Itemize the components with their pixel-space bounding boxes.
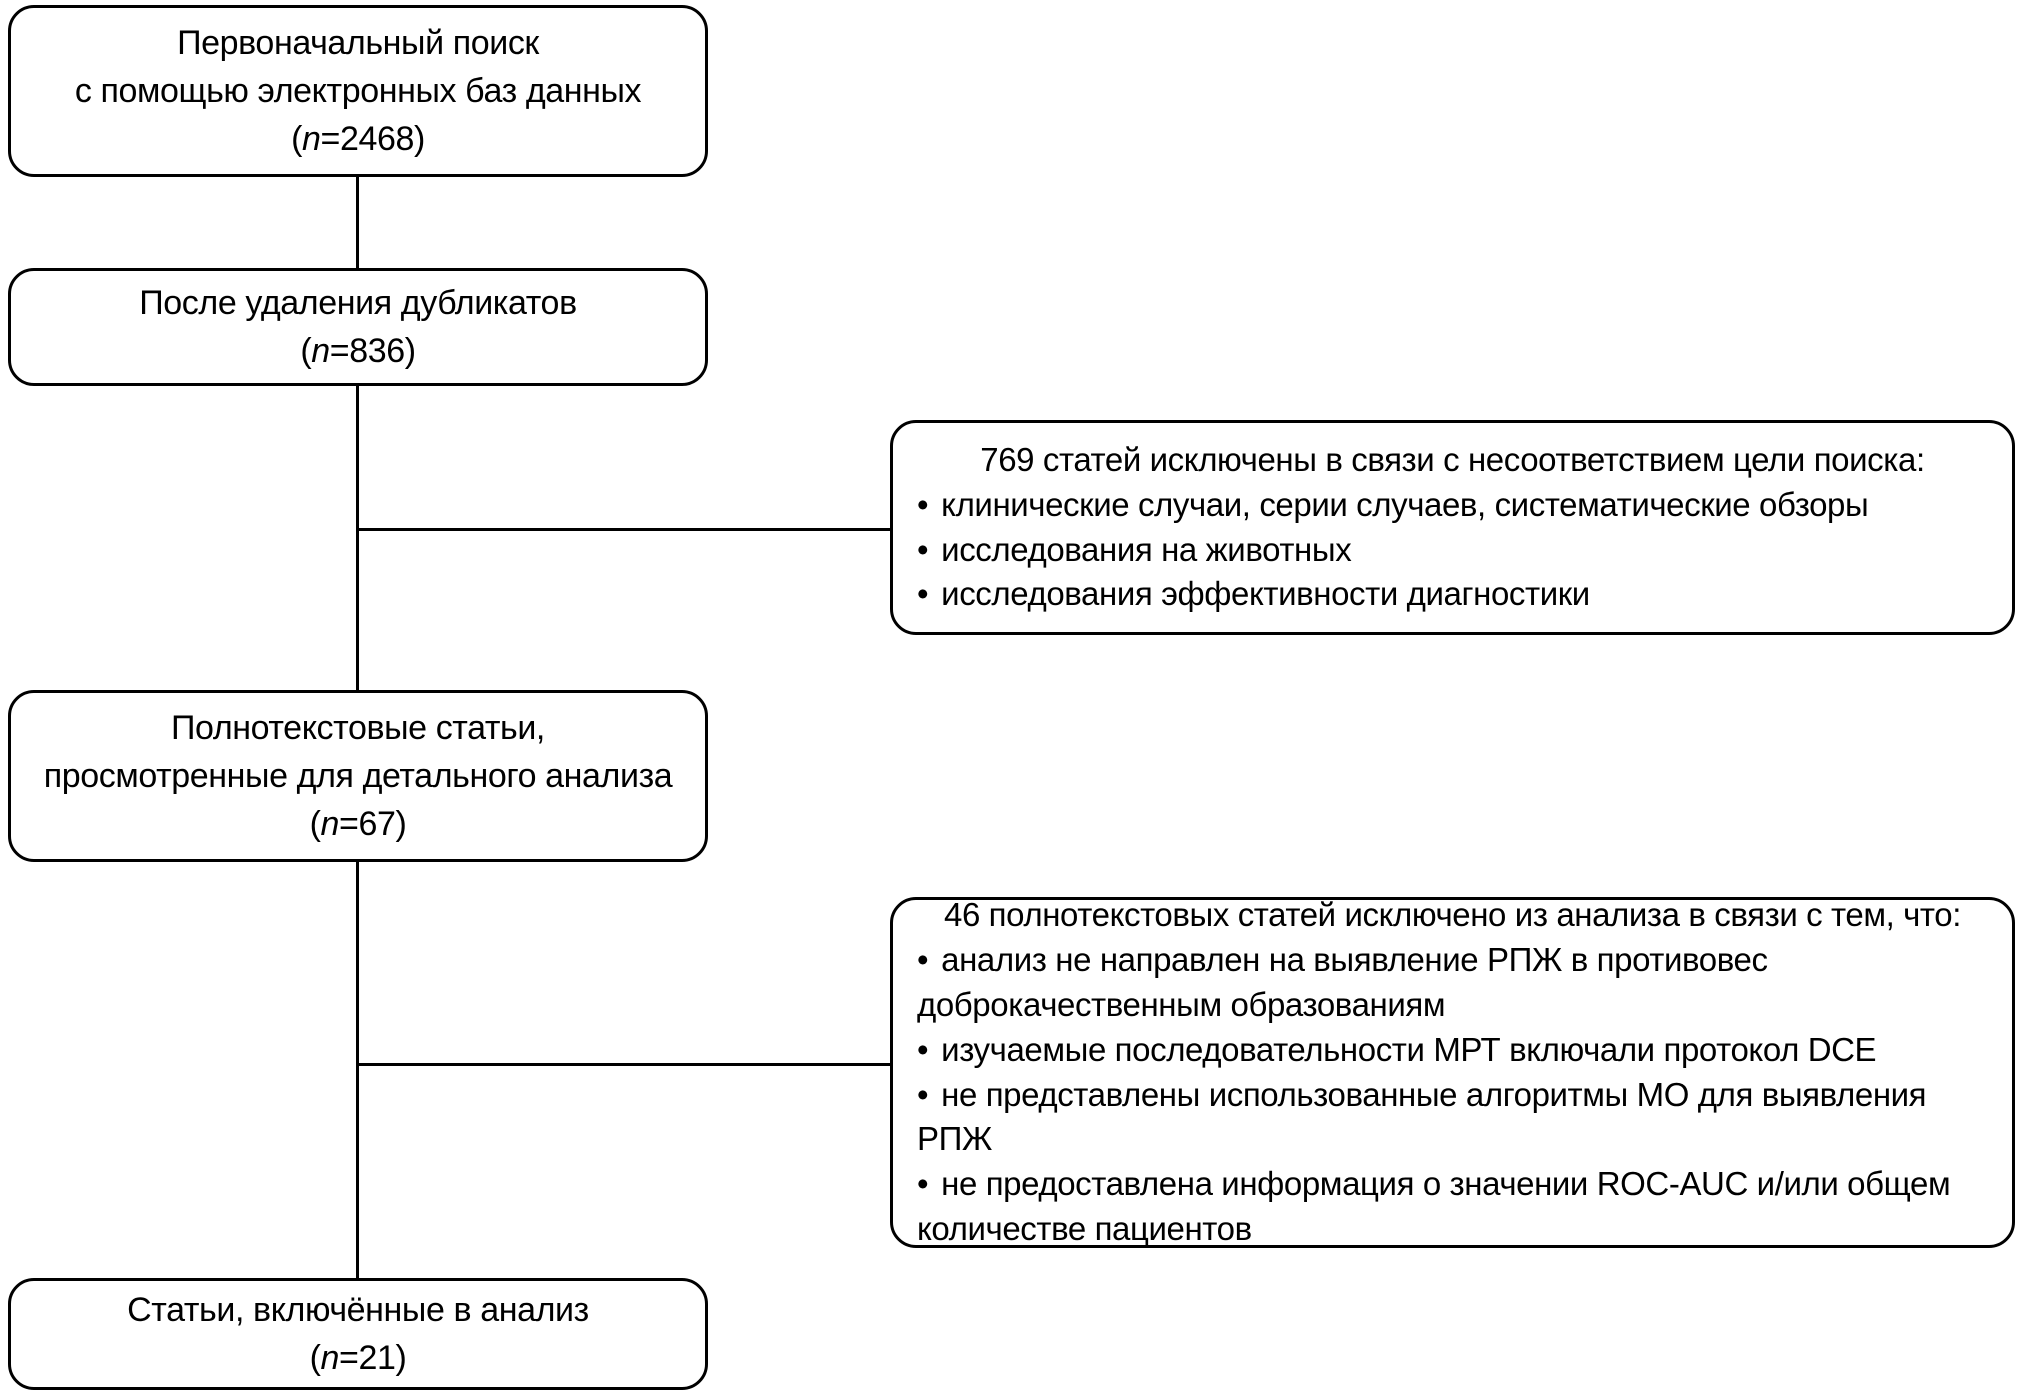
- connector-initial-to-dedup: [356, 177, 359, 268]
- bullet-icon: •: [917, 1075, 929, 1113]
- bullet-icon: •: [917, 1030, 929, 1068]
- box-text-line: Полнотекстовые статьи,: [171, 708, 545, 747]
- bullet-text: исследования эффективности диагностики: [941, 575, 1590, 613]
- flow-box-fulltext-screened: Полнотекстовые статьи, просмотренные для…: [8, 690, 708, 862]
- bullet-icon: •: [917, 530, 929, 568]
- flow-box-initial-search: Первоначальный поиск с помощью электронн…: [8, 5, 708, 177]
- count-line: (n=2468): [291, 115, 425, 163]
- box-text-line: с помощью электронных баз данных: [74, 71, 642, 110]
- bullet-text: анализ не направлен на выявление РПЖ в п…: [917, 940, 1768, 1023]
- count-value: =2468): [320, 120, 426, 159]
- bullet-text: клинические случаи, серии случаев, систе…: [941, 485, 1869, 523]
- box-text-line: После удаления дубликатов: [139, 283, 577, 322]
- exclusion-bullet: • изучаемые последовательности МРТ включа…: [917, 1028, 1988, 1073]
- connector-branch-excluded-769: [356, 528, 890, 531]
- box-text-line: Первоначальный поиск: [177, 23, 539, 62]
- box-text-line: Статьи, включённые в анализ: [127, 1290, 589, 1329]
- bullet-icon: •: [917, 940, 929, 978]
- paren-open: (: [300, 332, 312, 370]
- connector-dedup-to-fulltext: [356, 386, 359, 690]
- count-line: (n=67): [310, 800, 407, 848]
- exclusion-bullet: • клинические случаи, серии случаев, сист…: [917, 483, 1988, 528]
- n-symbol: n: [311, 332, 330, 370]
- bullet-icon: •: [917, 485, 929, 523]
- count-value: =21): [339, 1339, 407, 1377]
- n-symbol: n: [320, 805, 340, 844]
- n-symbol: n: [302, 120, 321, 159]
- count-value: =67): [339, 805, 407, 844]
- bullet-text: не представлены использованные алгоритмы…: [917, 1075, 1927, 1158]
- count-line: (n=836): [300, 327, 416, 375]
- flow-box-after-deduplication: После удаления дубликатов (n=836): [8, 268, 708, 386]
- box-text-line: просмотренные для детального анализа: [43, 756, 673, 795]
- exclusion-bullet: • исследования эффективности диагностики: [917, 572, 1988, 617]
- paren-open: (: [309, 805, 321, 844]
- paren-open: (: [309, 1339, 321, 1377]
- count-line: (n=21): [310, 1334, 407, 1382]
- exclusion-bullet: •анализ не направлен на выявление РПЖ в …: [917, 938, 1988, 1028]
- bullet-icon: •: [917, 1165, 929, 1203]
- bullet-text: не предоставлена информация о значении R…: [917, 1165, 1951, 1248]
- flow-box-excluded-769: 769 статей исключены в связи с несоответ…: [890, 420, 2015, 635]
- bullet-text: изучаемые последовательности МРТ включал…: [941, 1030, 1877, 1068]
- count-value: =836): [329, 332, 416, 370]
- bullet-text: исследования на животных: [941, 530, 1352, 568]
- exclusion-bullet: •не представлены использованные алгоритм…: [917, 1073, 1988, 1163]
- exclusion-header: 46 полнотекстовых статей исключено из ан…: [944, 896, 1961, 933]
- n-symbol: n: [320, 1339, 340, 1377]
- paren-open: (: [291, 120, 302, 159]
- exclusion-header: 769 статей исключены в связи с несоответ…: [980, 440, 1925, 478]
- exclusion-bullet: • исследования на животных: [917, 528, 1988, 573]
- flow-box-excluded-46: 46 полнотекстовых статей исключено из ан…: [890, 896, 2015, 1248]
- connector-branch-excluded-46: [356, 1063, 890, 1066]
- exclusion-bullet: •не предоставлена информация о значении …: [917, 1162, 1988, 1252]
- connector-fulltext-to-included: [356, 862, 359, 1278]
- flow-box-included-in-analysis: Статьи, включённые в анализ (n=21): [8, 1278, 708, 1390]
- bullet-icon: •: [917, 575, 929, 613]
